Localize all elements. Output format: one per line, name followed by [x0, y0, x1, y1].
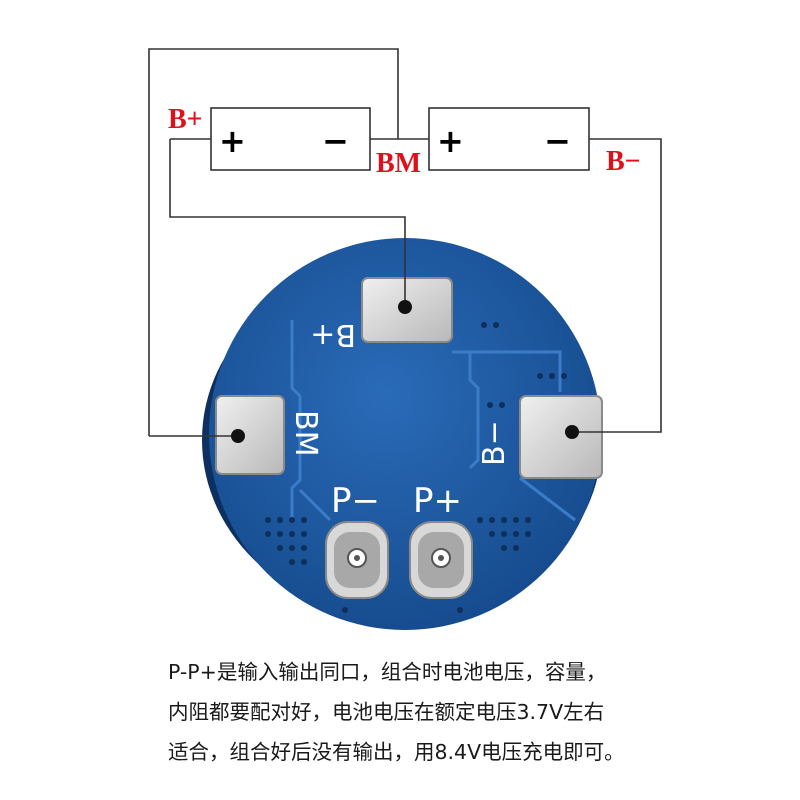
cell2-plus-symbol: + [437, 122, 464, 160]
solder-b-plus [398, 300, 412, 314]
battery-cell-2: + − [428, 107, 590, 171]
pad-bm [215, 395, 285, 475]
caption-line-2: 内阻都要配对好，电池电压在额定电压3.7V左右 [168, 700, 605, 724]
trace-bottom-left [298, 488, 332, 522]
silk-b-plus: B+ [310, 317, 356, 352]
pad-p-plus [409, 521, 473, 599]
silk-p-plus: P+ [413, 481, 462, 521]
silk-bm: BM [288, 410, 323, 456]
wire-b-plus [169, 139, 406, 305]
pad-p-minus [325, 521, 389, 599]
silk-p-minus: P− [331, 481, 380, 521]
wire-b-minus [572, 138, 662, 433]
label-b-minus: B− [606, 146, 641, 177]
solder-points [231, 300, 579, 443]
via-dots [265, 322, 567, 613]
label-bm: BM [376, 148, 421, 179]
trace-bottom-right [519, 476, 576, 522]
cell1-minus-symbol: − [322, 122, 349, 160]
caption-line-3: 适合，组合好后没有输出，用8.4V电压充电即可。 [168, 740, 625, 764]
caption-line-1: P-P+是输入输出同口，组合时电池电压，容量， [168, 660, 607, 684]
trace-top-right [452, 350, 562, 392]
caption: P-P+是输入输出同口，组合时电池电压，容量， 内阻都要配对好，电池电压在额定电… [168, 652, 788, 772]
cell1-plus-symbol: + [219, 122, 246, 160]
label-b-plus: B+ [168, 104, 203, 135]
pcb-board: B+ BM B− P− P+ [202, 238, 603, 630]
silk-b-minus: B− [477, 420, 512, 466]
trace-left [290, 320, 302, 520]
pad-b-minus [519, 395, 603, 479]
wire-bm-top [148, 48, 399, 436]
trace-right [468, 352, 480, 470]
solder-bm [231, 429, 245, 443]
wires [148, 48, 662, 437]
cell2-minus-symbol: − [544, 122, 571, 160]
solder-b-minus [565, 425, 579, 439]
battery-cell-1: + − [210, 107, 371, 171]
